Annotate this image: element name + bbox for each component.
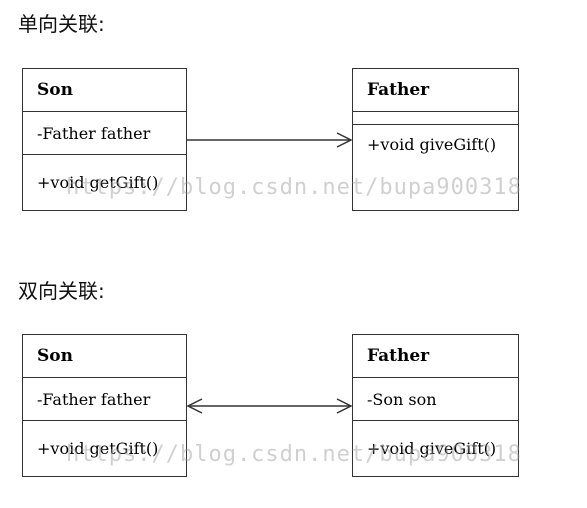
class-name: Father [353, 69, 518, 112]
bidirectional-heading: 双向关联: [18, 279, 105, 303]
class-method: +void getGift() [37, 173, 159, 192]
class-attribute: -Father father [23, 378, 186, 421]
class-name: Father [353, 335, 518, 378]
class-name: Son [23, 335, 186, 378]
class-attribute [353, 112, 518, 125]
arrowhead-right-icon [336, 398, 353, 414]
son-class-box-unidirectional: Son -Father father +void getGift() [22, 68, 187, 211]
class-attribute: -Son son [353, 378, 518, 421]
class-method: +void giveGift() [367, 439, 497, 458]
unidirectional-heading: 单向关联: [18, 12, 105, 36]
father-class-box-unidirectional: Father +void giveGift() [352, 68, 519, 211]
class-method: +void getGift() [37, 439, 159, 458]
arrowhead-right-icon [336, 132, 353, 148]
class-method: +void giveGift() [367, 135, 497, 154]
arrowhead-left-icon [186, 398, 203, 414]
father-class-box-bidirectional: Father -Son son +void giveGift() [352, 334, 519, 477]
class-attribute: -Father father [23, 112, 186, 155]
class-name: Son [23, 69, 186, 112]
son-class-box-bidirectional: Son -Father father +void getGift() [22, 334, 187, 477]
